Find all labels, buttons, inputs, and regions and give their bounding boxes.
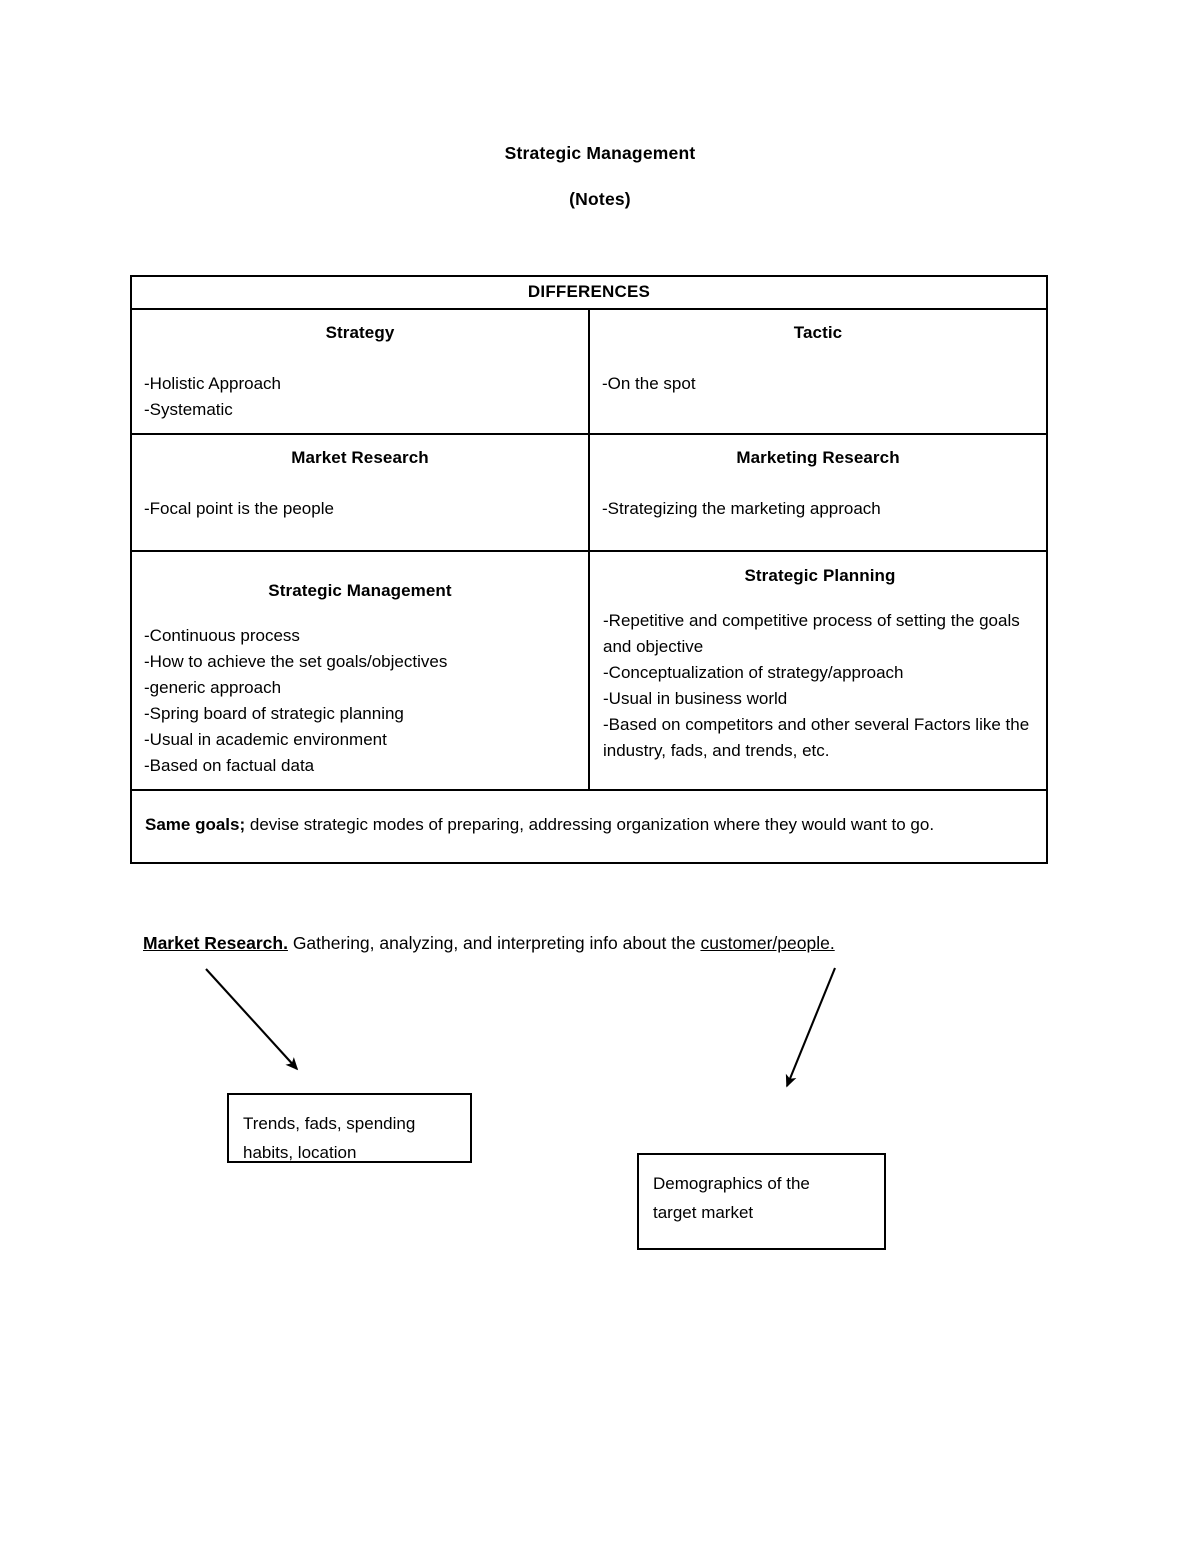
cell-tactic: Tactic -On the spot (588, 308, 1048, 435)
list-item: -Based on competitors and other several … (603, 715, 1030, 760)
table-header-cell: DIFFERENCES (130, 275, 1048, 310)
definition-body: Gathering, analyzing, and interpreting i… (287, 933, 701, 953)
list-item: -generic approach (144, 678, 282, 697)
callout-line: target market (653, 1203, 754, 1222)
list-item: -Focal point is the people (144, 499, 334, 518)
market-research-definition: Market Research. Gathering, analyzing, a… (143, 930, 1043, 956)
callout-line: Trends, fads, spending (243, 1114, 416, 1133)
column-heading-market-research: Market Research (291, 448, 429, 467)
table-row: Strategic Management -Continuous process… (130, 550, 1048, 791)
bullet-list-strategy: -Holistic Approach -Systematic (144, 349, 576, 423)
cell-summary: Same goals; devise strategic modes of pr… (130, 789, 1048, 864)
list-item: -Systematic (144, 400, 233, 419)
column-heading-strategic-planning: Strategic Planning (744, 566, 896, 585)
definition-underlined-tail: customer/people. (700, 933, 835, 953)
cell-marketing-research: Marketing Research -Strategizing the mar… (588, 433, 1048, 552)
cell-market-research: Market Research -Focal point is the peop… (130, 433, 590, 552)
bullet-list-strategic-planning: -Repetitive and competitive process of s… (603, 592, 1037, 764)
cell-strategy: Strategy -Holistic Approach -Systematic (130, 308, 590, 435)
list-item: -Usual in business world (603, 689, 788, 708)
list-item: -Based on factual data (144, 756, 315, 775)
list-item: -Strategizing the marketing approach (602, 499, 881, 518)
bullet-list-marketing-research: -Strategizing the marketing approach (602, 474, 1034, 522)
summary-text: Same goals; devise strategic modes of pr… (132, 791, 1046, 862)
definition-term: Market Research. (143, 933, 288, 953)
bullet-list-strategic-management: -Continuous process -How to achieve the … (144, 607, 576, 779)
table-row: Strategy -Holistic Approach -Systematic … (130, 308, 1048, 435)
list-item: -Conceptualization of strategy/approach (603, 663, 904, 682)
callout-line: habits, location (243, 1143, 357, 1162)
arrow-to-demographics-box (785, 967, 836, 1088)
summary-lead: Same goals; (145, 815, 246, 834)
cell-strategic-planning: Strategic Planning -Repetitive and compe… (588, 550, 1048, 791)
cell-strategic-management: Strategic Management -Continuous process… (130, 550, 590, 791)
differences-table: DIFFERENCES Strategy -Holistic Approach … (130, 275, 1048, 864)
table-row: Market Research -Focal point is the peop… (130, 433, 1048, 552)
table-header-row: DIFFERENCES (130, 275, 1048, 310)
list-item: -Continuous process (144, 626, 300, 645)
list-item: -Repetitive and competitive process of s… (603, 611, 1020, 656)
trends-callout-box: Trends, fads, spending habits, location (227, 1093, 472, 1163)
list-item: -Spring board of strategic planning (144, 704, 404, 723)
page-title: Strategic Management (504, 143, 696, 163)
column-heading-marketing-research: Marketing Research (736, 448, 900, 467)
list-item: -Holistic Approach (144, 374, 282, 393)
list-item: -Usual in academic environment (144, 730, 387, 749)
table-title: DIFFERENCES (527, 282, 651, 301)
column-heading-tactic: Tactic (793, 323, 843, 342)
page-subtitle: (Notes) (569, 189, 631, 209)
demographics-callout-box: Demographics of the target market (637, 1153, 886, 1250)
summary-rest: devise strategic modes of preparing, add… (245, 815, 935, 834)
column-heading-strategic-management: Strategic Management (268, 581, 452, 600)
list-item: -How to achieve the set goals/objectives (144, 652, 448, 671)
table-summary-row: Same goals; devise strategic modes of pr… (130, 789, 1048, 864)
bullet-list-tactic: -On the spot (602, 349, 1034, 397)
bullet-list-market-research: -Focal point is the people (144, 474, 576, 522)
list-item: -On the spot (602, 374, 696, 393)
arrow-to-trends-box (205, 968, 299, 1071)
callout-line: Demographics of the (653, 1174, 810, 1193)
column-heading-strategy: Strategy (325, 323, 395, 342)
